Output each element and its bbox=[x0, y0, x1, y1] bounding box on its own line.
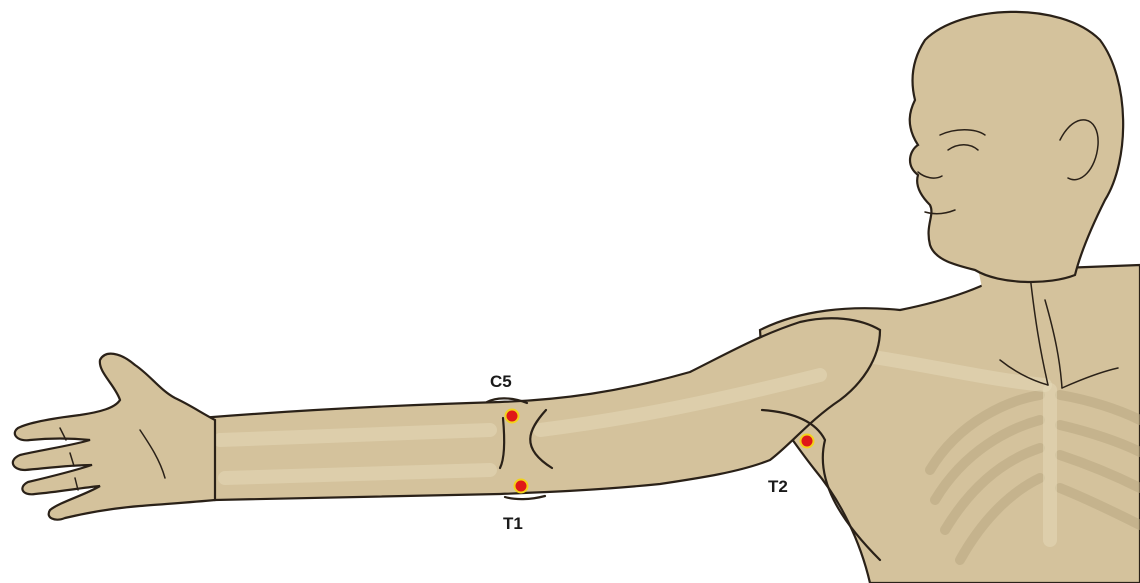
label-c5: C5 bbox=[490, 372, 512, 391]
label-t2: T2 bbox=[768, 477, 788, 496]
point-t2 bbox=[800, 434, 815, 449]
label-t1: T1 bbox=[503, 514, 523, 533]
point-t1 bbox=[514, 479, 529, 494]
point-c5 bbox=[505, 409, 520, 424]
